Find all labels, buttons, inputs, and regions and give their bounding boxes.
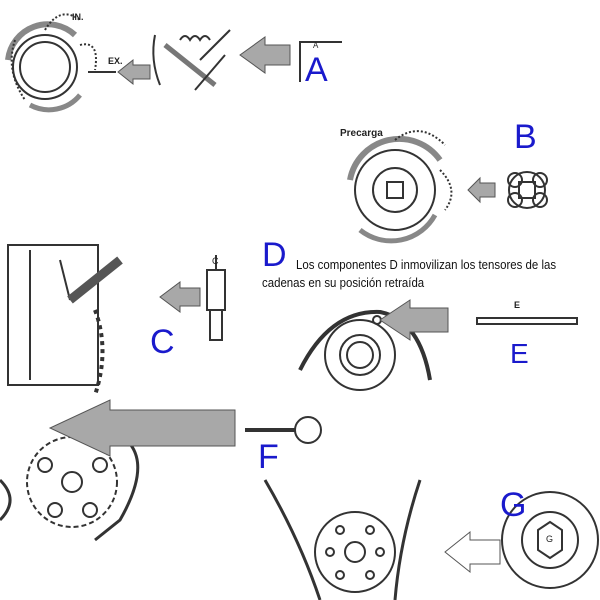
tool-e-small-label: E	[514, 300, 521, 310]
arrow-a-right-icon	[239, 36, 291, 74]
pin-e-illustration	[476, 317, 578, 325]
arrow-d-icon	[379, 299, 449, 341]
label-d: D	[262, 236, 287, 274]
label-f: F	[258, 438, 279, 476]
allen-key-a-icon	[299, 41, 342, 82]
tensioner-b-illustration	[347, 130, 453, 244]
arrow-b-icon	[467, 176, 496, 204]
label-g: G	[500, 486, 527, 524]
arrow-g-icon	[444, 530, 501, 574]
arrow-f-icon	[48, 399, 236, 457]
precarga-label: Precarga	[340, 128, 383, 139]
description-line-1: Los componentes D inmovilizan los tensor…	[296, 257, 557, 272]
tensioner-a-illustration	[152, 29, 231, 91]
sprocket-a-illustration	[5, 13, 116, 113]
tool-a-small-label: A	[313, 41, 319, 50]
description-line-2: cadenas en su posición retraída	[262, 275, 425, 290]
arrow-c-icon	[159, 281, 201, 313]
arrow-a-left-icon	[117, 58, 151, 86]
sprocket-d-illustration	[298, 309, 432, 391]
label-a: A	[305, 51, 328, 89]
intake-label: IN.	[72, 12, 84, 22]
sprocket-g-illustration	[263, 479, 422, 600]
label-b: B	[514, 118, 537, 156]
tool-g-small-label: G	[546, 534, 554, 544]
tool-c-illustration	[206, 255, 226, 341]
label-c: C	[150, 323, 175, 361]
tool-c-small-label: C	[212, 256, 219, 266]
tool-b-illustration	[507, 171, 548, 209]
engine-block-c-illustration	[7, 244, 123, 396]
tool-g-illustration	[501, 491, 599, 589]
label-e: E	[510, 338, 529, 369]
exhaust-label: EX.	[108, 56, 123, 66]
pin-f-illustration	[245, 416, 322, 444]
